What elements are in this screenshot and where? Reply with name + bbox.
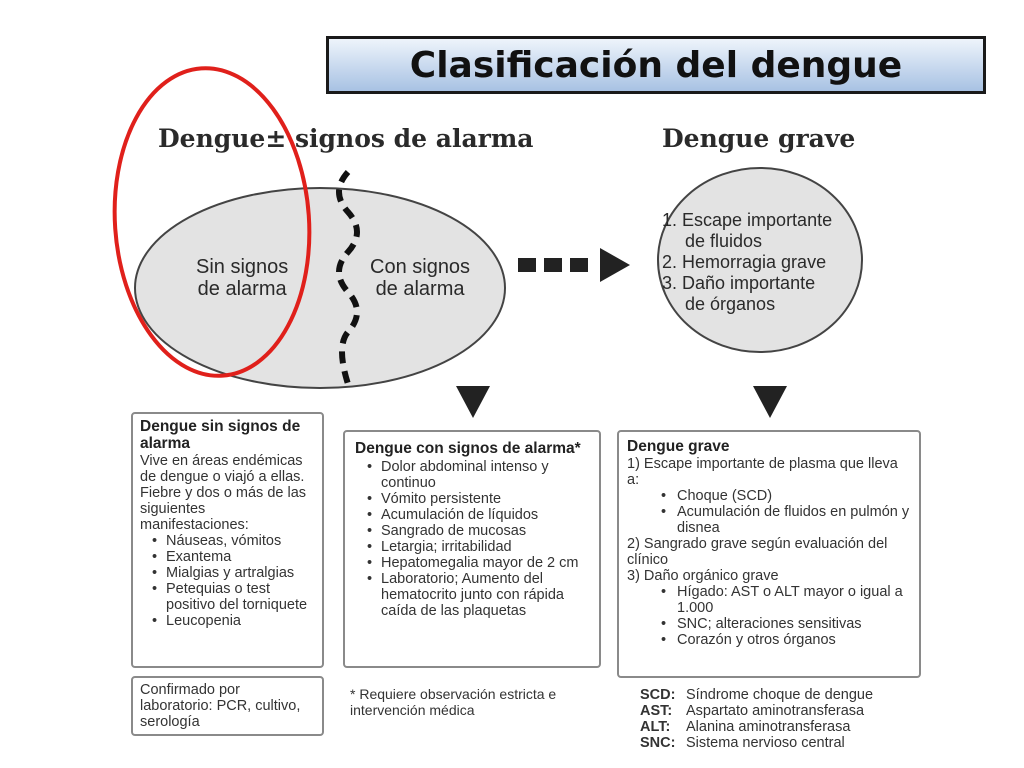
abbreviation: ALT: bbox=[640, 719, 671, 735]
slide-title: Clasificación del dengue bbox=[409, 44, 903, 86]
list-item: Hepatomegalia mayor de 2 cm bbox=[355, 555, 589, 571]
abbreviation-meaning: Sistema nervioso central bbox=[686, 735, 845, 751]
dengue-grave-ellipse bbox=[657, 167, 863, 353]
box-sin-signos: Dengue sin signos de alarma Vive en área… bbox=[131, 412, 324, 668]
list-item: Hígado: AST o ALT mayor o igual a 1.000 bbox=[627, 584, 911, 616]
list-item: Laboratorio; Aumento del hematocrito jun… bbox=[355, 571, 589, 619]
abbreviation-row: SCD: Síndrome choque de dengue bbox=[640, 687, 873, 703]
label-line: de alarma bbox=[197, 278, 287, 300]
abbreviation-row: ALT: Alanina aminotransferasa bbox=[640, 719, 873, 735]
label-line: Con signos bbox=[370, 256, 471, 278]
label-line: de alarma bbox=[375, 278, 465, 300]
box-sin-signos-title: Dengue sin signos de alarma bbox=[140, 418, 301, 452]
abbreviation: SCD: bbox=[640, 687, 676, 703]
heading-dengue-signos: Dengue± signos de alarma bbox=[158, 124, 534, 153]
box-grave-title: Dengue grave bbox=[627, 438, 730, 455]
abbreviation: AST: bbox=[640, 703, 673, 719]
list-item: 1) Escape importante de plasma que lleva… bbox=[627, 456, 898, 488]
box-grave-list: 1) Escape importante de plasma que lleva… bbox=[627, 456, 911, 648]
grave-summary-item: de fluidos bbox=[685, 231, 763, 251]
box-confirmado: Confirmado por laboratorio: PCR, cultivo… bbox=[131, 676, 324, 736]
abbreviation-meaning: Alanina aminotransferasa bbox=[686, 719, 851, 735]
dengue-ellipse bbox=[134, 187, 506, 389]
box-con-signos-title: Dengue con signos de alarma* bbox=[355, 440, 581, 457]
list-item: 2) Sangrado grave según evaluación del c… bbox=[627, 536, 888, 568]
footnote-text: * Requiere observación estricta e interv… bbox=[350, 686, 557, 718]
list-item: Corazón y otros órganos bbox=[627, 632, 911, 648]
list-item: Letargia; irritabilidad bbox=[355, 539, 589, 555]
list-item: Acumulación de fluidos en pulmón y disne… bbox=[627, 504, 911, 536]
box-confirmado-text: Confirmado por laboratorio: PCR, cultivo… bbox=[140, 682, 301, 730]
footnote: * Requiere observación estricta e interv… bbox=[350, 686, 600, 718]
grave-summary-item: 3. Daño importante bbox=[662, 273, 816, 293]
list-item: Leucopenia bbox=[140, 613, 315, 629]
list-item: Sangrado de mucosas bbox=[355, 523, 589, 539]
down-arrow-right bbox=[753, 386, 787, 418]
abbreviation: SNC: bbox=[640, 735, 676, 751]
label-con-signos: Con signos de alarma bbox=[370, 256, 470, 300]
list-item: Vómito persistente bbox=[355, 491, 589, 507]
abbreviation-meaning: Aspartato aminotransferasa bbox=[686, 703, 865, 719]
list-item: Náuseas, vómitos bbox=[140, 533, 315, 549]
box-con-signos-list: Dolor abdominal intenso y continuo Vómit… bbox=[355, 459, 589, 619]
grave-summary-item: 2. Hemorragia grave bbox=[662, 252, 827, 272]
abbreviation-row: SNC: Sistema nervioso central bbox=[640, 735, 873, 751]
down-arrow-center bbox=[456, 386, 490, 418]
highlight-ring bbox=[112, 66, 312, 378]
abbreviation-meaning: Síndrome choque de dengue bbox=[686, 687, 874, 703]
grave-summary-item: 1. Escape importante bbox=[662, 210, 833, 230]
dotted-arrow bbox=[518, 248, 630, 282]
abbreviation-row: AST: Aspartato aminotransferasa bbox=[640, 703, 873, 719]
abbreviations-legend: SCD: Síndrome choque de dengue AST: Aspart… bbox=[640, 687, 873, 751]
heading-dengue-grave: Dengue grave bbox=[662, 124, 856, 153]
grave-summary-list: 1. Escape importante de fluidos 2. Hemor… bbox=[662, 210, 832, 315]
grave-summary-item: de órganos bbox=[685, 294, 776, 314]
list-item: Petequias o test positivo del torniquete bbox=[140, 581, 315, 613]
list-item: SNC; alteraciones sensitivas bbox=[627, 616, 911, 632]
label-line: Sin signos bbox=[196, 256, 289, 278]
list-item: Dolor abdominal intenso y continuo bbox=[355, 459, 589, 491]
list-item: Choque (SCD) bbox=[627, 488, 911, 504]
list-item: Exantema bbox=[140, 549, 315, 565]
slide-title-banner: Clasificación del dengue bbox=[326, 36, 986, 94]
box-grave: Dengue grave 1) Escape importante de pla… bbox=[617, 430, 921, 678]
list-item: Acumulación de líquidos bbox=[355, 507, 589, 523]
box-sin-signos-list: Náuseas, vómitos Exantema Mialgias y art… bbox=[140, 533, 315, 629]
list-item: Mialgias y artralgias bbox=[140, 565, 315, 581]
dividing-wavy-line bbox=[336, 169, 360, 385]
box-con-signos: Dengue con signos de alarma* Dolor abdom… bbox=[343, 430, 601, 668]
label-sin-signos: Sin signos de alarma bbox=[196, 256, 288, 300]
box-sin-signos-intro: Vive en áreas endémicas de dengue o viaj… bbox=[140, 453, 307, 533]
list-item: 3) Daño orgánico grave bbox=[627, 568, 779, 584]
